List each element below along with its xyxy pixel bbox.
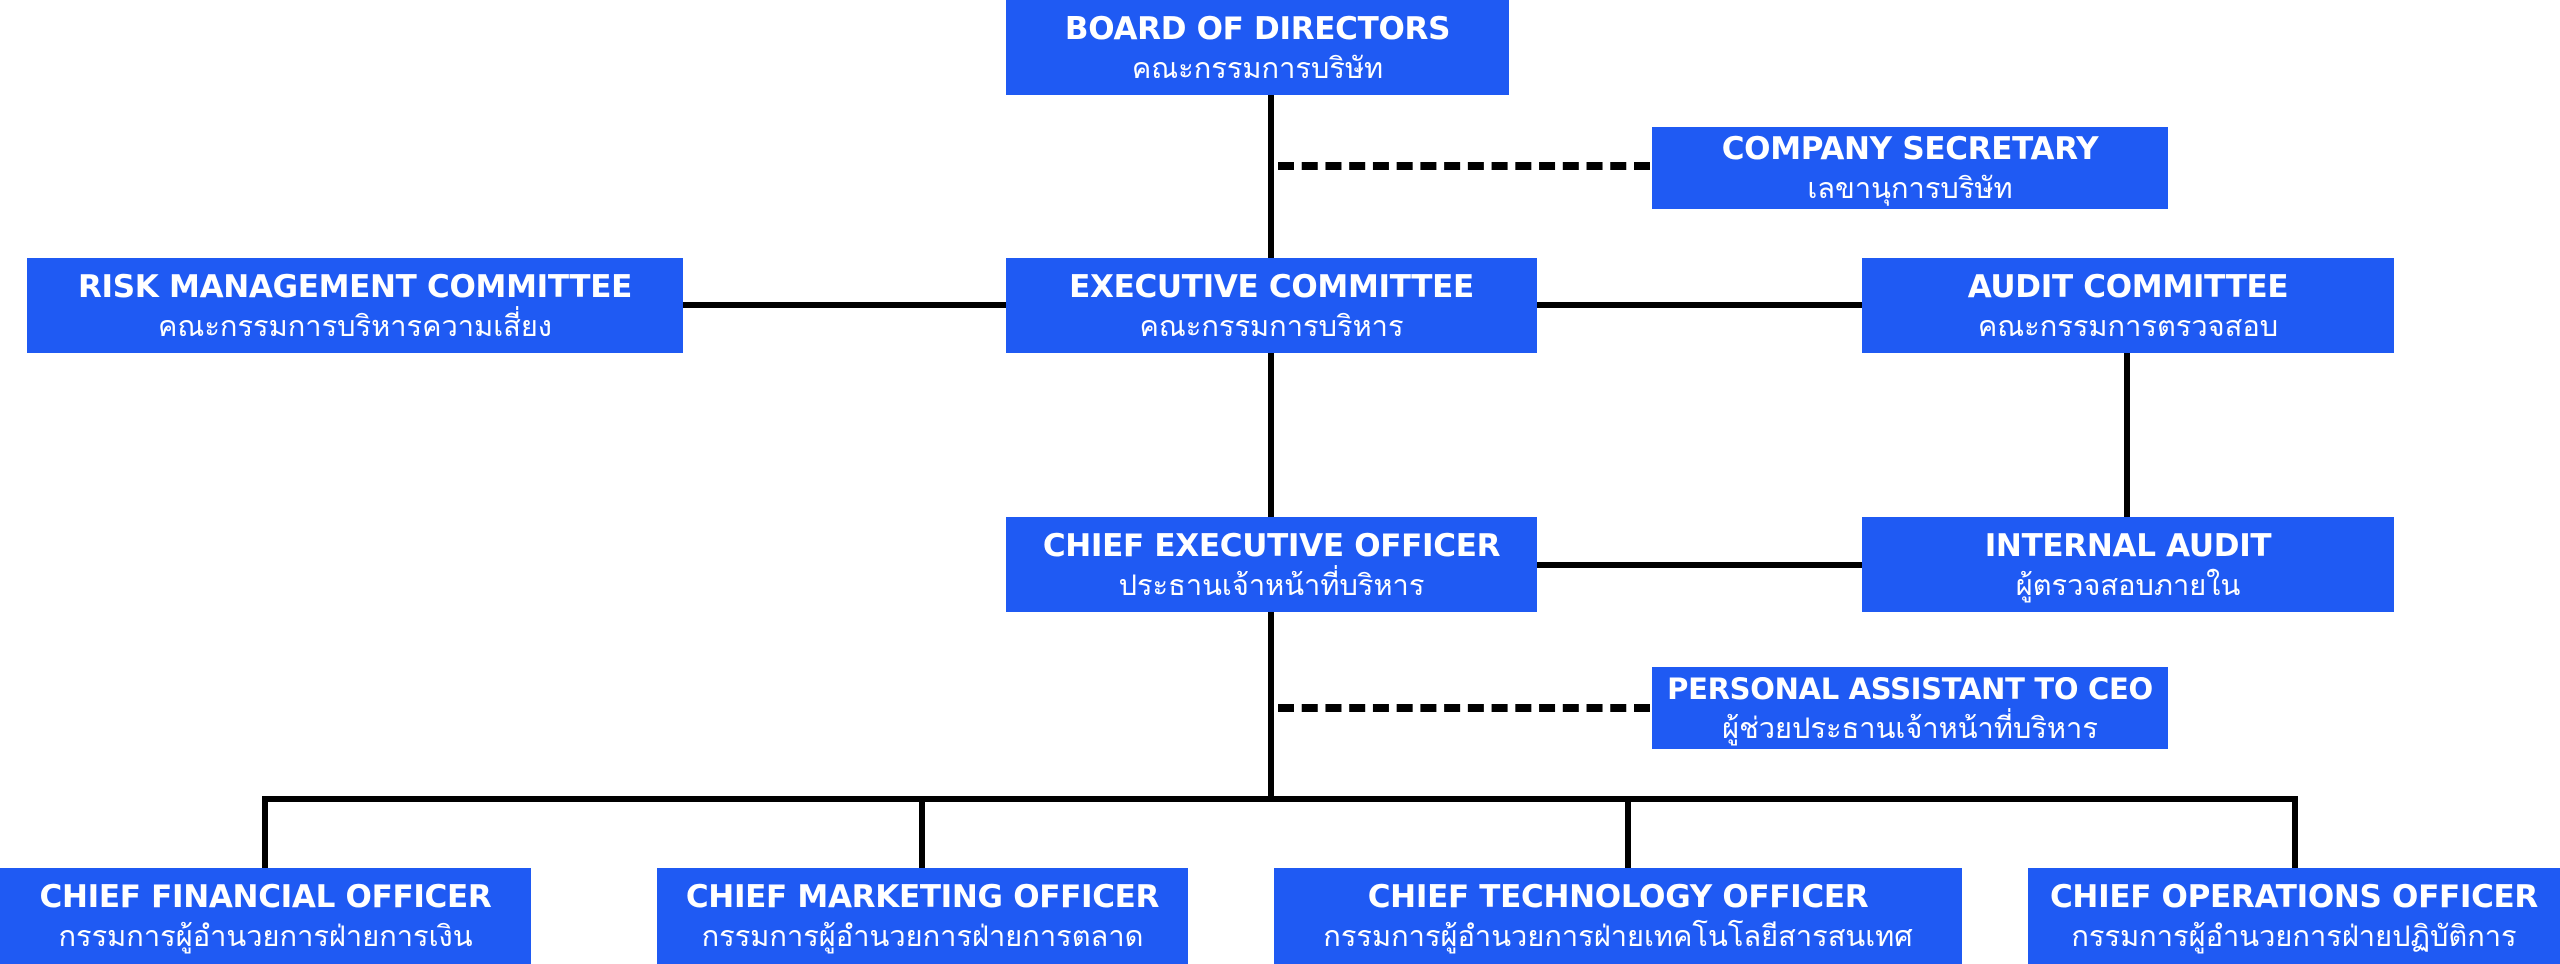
personal-assistant-title: PERSONAL ASSISTANT TO CEO [1667,672,2153,706]
connector-bus [262,796,2298,802]
connector-bus-cfo [262,796,268,868]
chief-executive-officer-title: CHIEF EXECUTIVE OFFICER [1042,527,1501,564]
connector-ceo-bus [1268,611,1274,799]
connector-board-exec [1268,95,1274,259]
audit-committee-box: AUDIT COMMITTEE คณะกรรมการตรวจสอบ [1862,258,2394,353]
chief-operations-officer-thai: กรรมการผู้อำนวยการฝ่ายปฏิบัติการ [2071,919,2517,953]
chief-marketing-officer-title: CHIEF MARKETING OFFICER [685,879,1160,915]
connector-bus-cmo [919,796,925,868]
board-of-directors-thai: คณะกรรมการบริษัท [1131,50,1384,85]
chief-operations-officer-box: CHIEF OPERATIONS OFFICER กรรมการผู้อำนวย… [2028,868,2560,964]
chief-financial-officer-box: CHIEF FINANCIAL OFFICER กรรมการผู้อำนวยก… [0,868,531,964]
internal-audit-thai: ผู้ตรวจสอบภายใน [2015,567,2241,602]
connector-bus-coo [2292,796,2298,868]
connector-exec-ceo [1268,352,1274,518]
board-of-directors-title: BOARD OF DIRECTORS [1064,10,1451,47]
dashed-connector-secretary [1278,162,1650,170]
chief-technology-officer-title: CHIEF TECHNOLOGY OFFICER [1367,879,1869,915]
chief-marketing-officer-thai: กรรมการผู้อำนวยการฝ่ายการตลาด [701,919,1144,953]
personal-assistant-thai: ผู้ช่วยประธานเจ้าหน้าที่บริหาร [1722,711,2098,745]
chief-executive-officer-thai: ประธานเจ้าหน้าที่บริหาร [1118,567,1425,602]
connector-audit-internal [2124,352,2130,518]
executive-committee-title: EXECUTIVE COMMITTEE [1069,268,1474,305]
audit-committee-thai: คณะกรรมการตรวจสอบ [1977,308,2279,343]
connector-risk-exec [683,302,1007,308]
chief-technology-officer-thai: กรรมการผู้อำนวยการฝ่ายเทคโนโลยีสารสนเทศ [1323,919,1913,953]
audit-committee-title: AUDIT COMMITTEE [1967,268,2289,305]
risk-management-committee-title: RISK MANAGEMENT COMMITTEE [77,268,633,305]
board-of-directors-box: BOARD OF DIRECTORS คณะกรรมการบริษัท [1006,0,1509,95]
company-secretary-title: COMPANY SECRETARY [1721,131,2099,167]
executive-committee-box: EXECUTIVE COMMITTEE คณะกรรมการบริหาร [1006,258,1537,353]
connector-bus-cto [1625,796,1631,868]
internal-audit-title: INTERNAL AUDIT [1984,527,2272,564]
executive-committee-thai: คณะกรรมการบริหาร [1139,308,1404,343]
chief-marketing-officer-box: CHIEF MARKETING OFFICER กรรมการผู้อำนวยก… [657,868,1188,964]
connector-exec-audit [1536,302,1864,308]
internal-audit-box: INTERNAL AUDIT ผู้ตรวจสอบภายใน [1862,517,2394,612]
connector-ceo-internal [1536,562,1864,568]
chief-operations-officer-title: CHIEF OPERATIONS OFFICER [2049,879,2538,915]
company-secretary-thai: เลขานุการบริษัท [1807,171,2013,205]
chief-financial-officer-title: CHIEF FINANCIAL OFFICER [39,879,492,915]
chief-financial-officer-thai: กรรมการผู้อำนวยการฝ่ายการเงิน [58,919,473,953]
chief-technology-officer-box: CHIEF TECHNOLOGY OFFICER กรรมการผู้อำนวย… [1274,868,1962,964]
chief-executive-officer-box: CHIEF EXECUTIVE OFFICER ประธานเจ้าหน้าที… [1006,517,1537,612]
risk-management-committee-thai: คณะกรรมการบริหารความเสี่ยง [158,308,552,343]
dashed-connector-assistant [1278,704,1650,712]
company-secretary-box: COMPANY SECRETARY เลขานุการบริษัท [1652,127,2168,209]
risk-management-committee-box: RISK MANAGEMENT COMMITTEE คณะกรรมการบริห… [27,258,683,353]
personal-assistant-box: PERSONAL ASSISTANT TO CEO ผู้ช่วยประธานเ… [1652,667,2168,749]
